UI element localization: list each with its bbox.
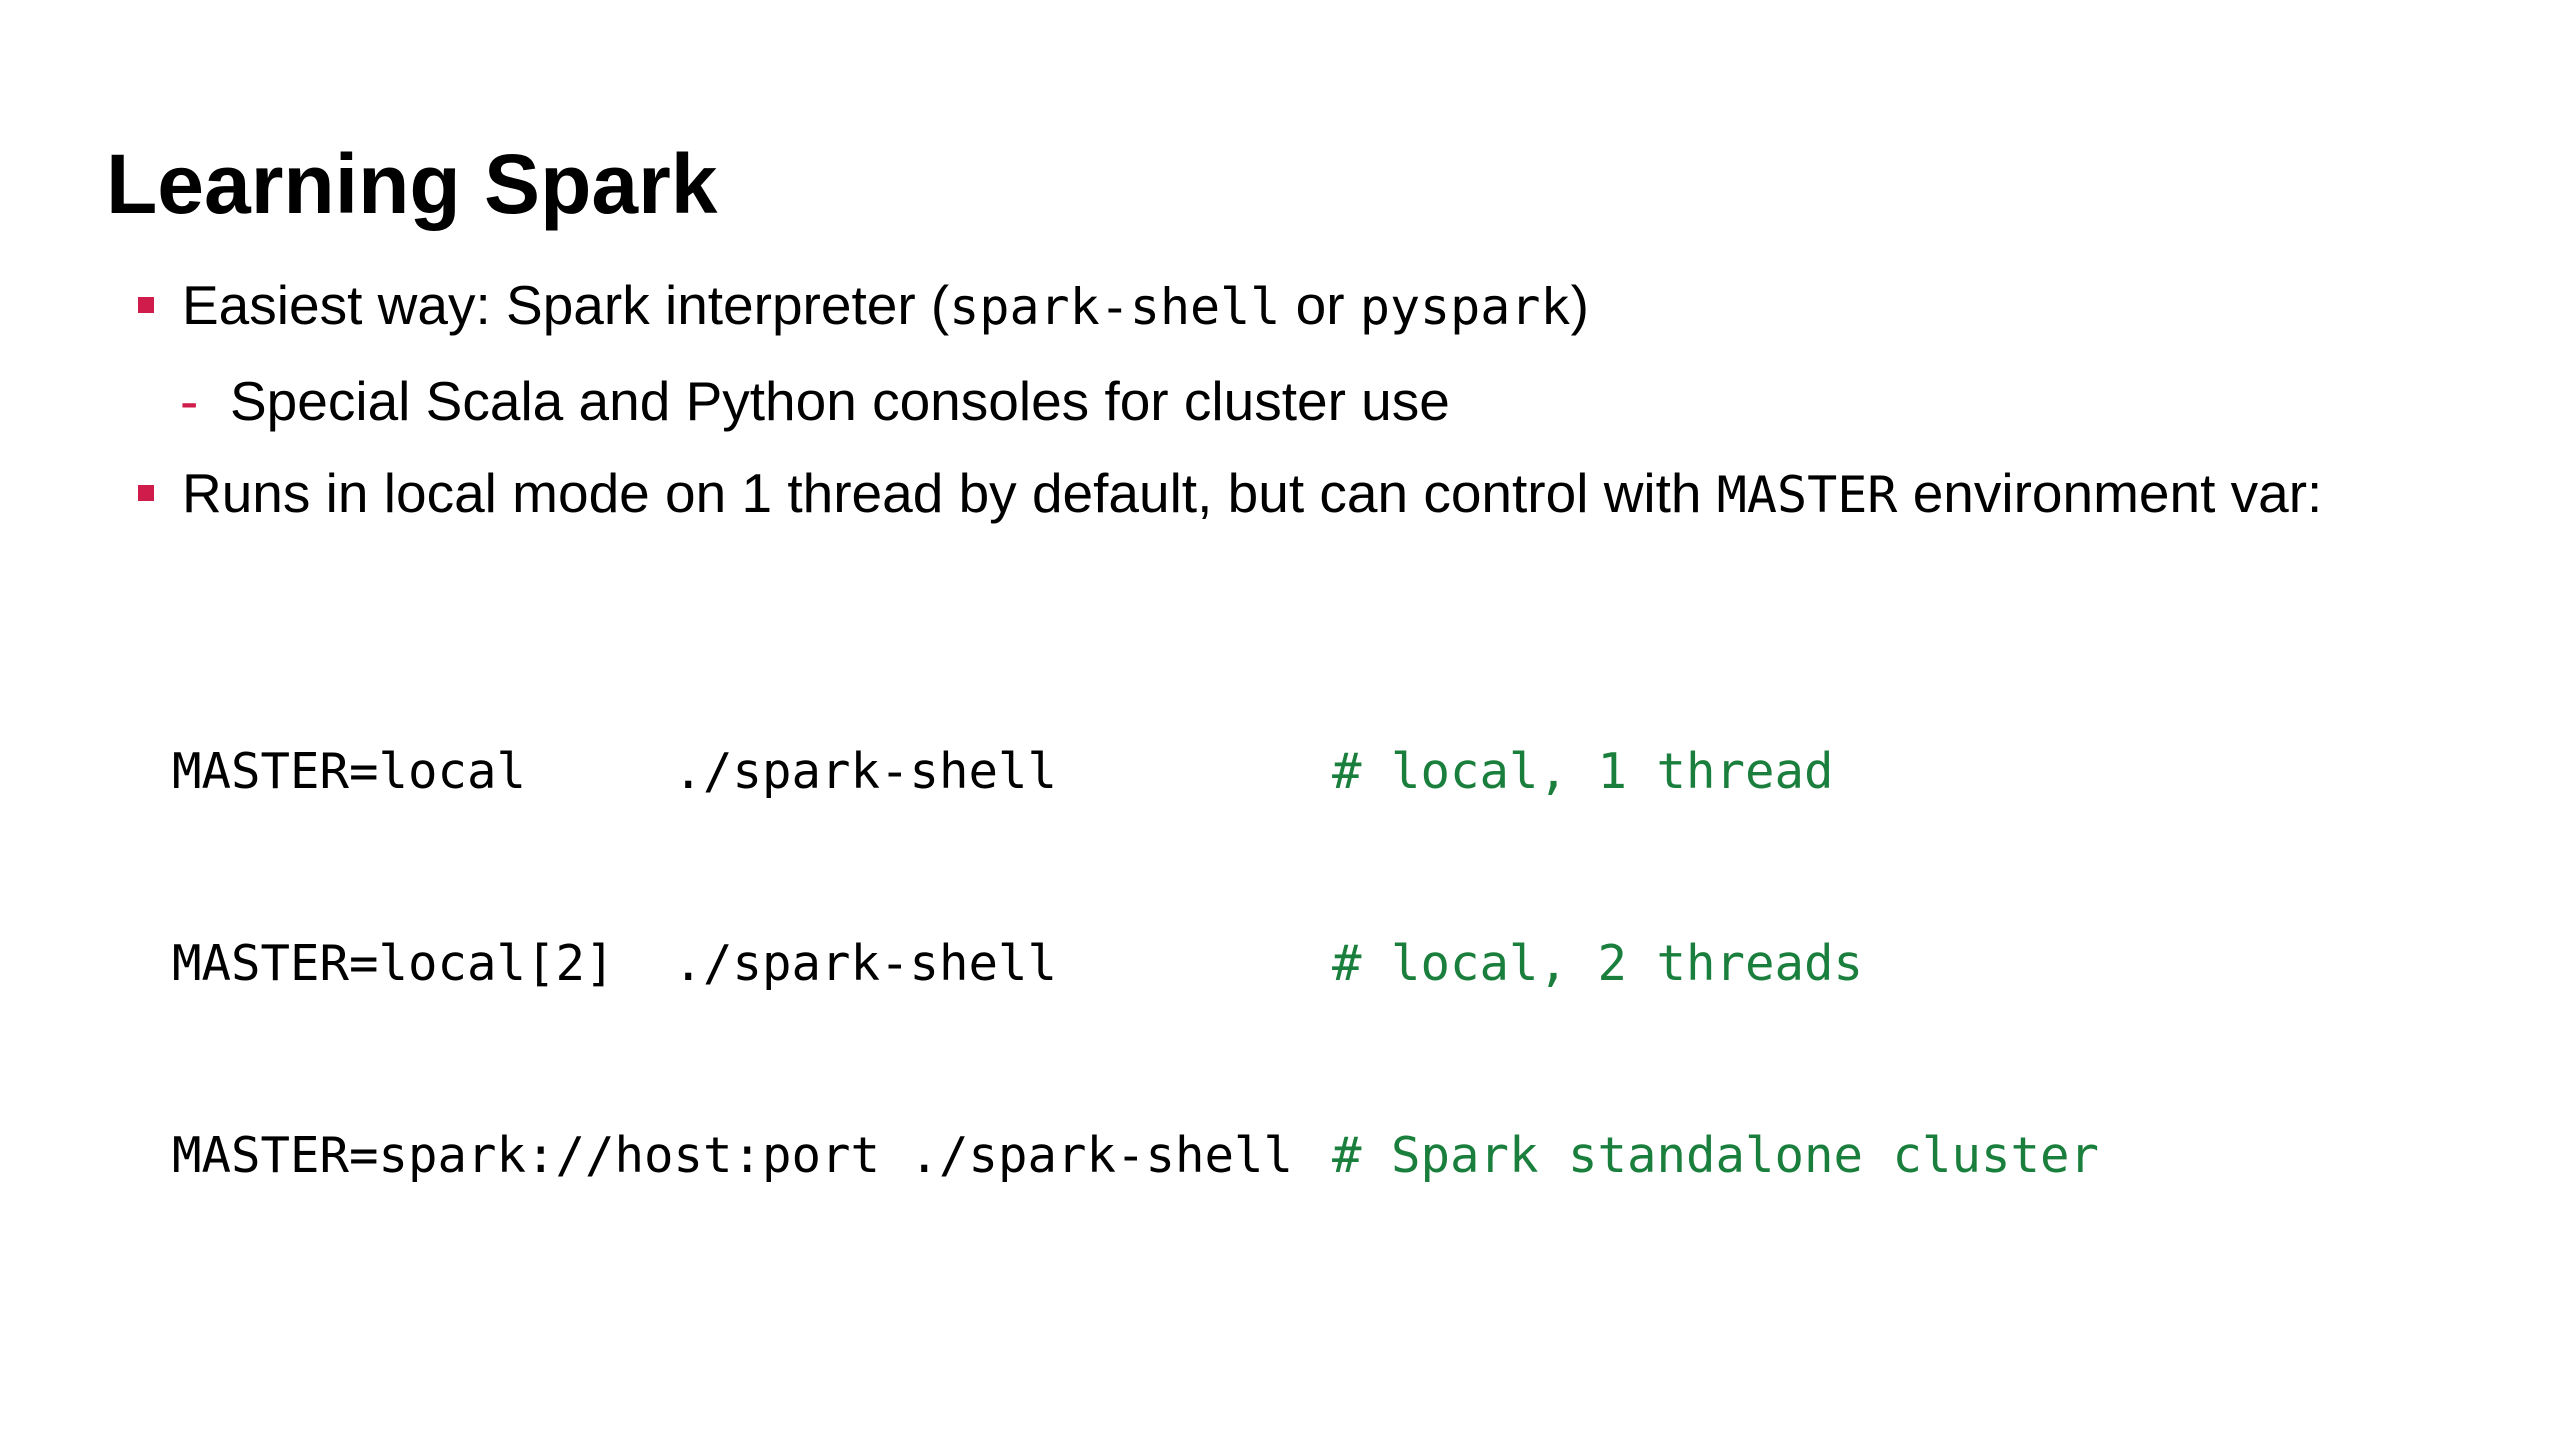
code-block: MASTER=local ./spark-shell # local, 1 th…	[172, 612, 2099, 1316]
sub-bullet-item-consoles: Special Scala and Python consoles for cl…	[230, 370, 1450, 432]
sub-bullet-dash-icon: -	[180, 370, 199, 432]
code-line: MASTER=local[2] ./spark-shell # local, 2…	[172, 932, 1863, 996]
bullet-text: or	[1280, 274, 1360, 336]
code-command: MASTER=spark://host:port ./spark-shell	[172, 1127, 1294, 1184]
inline-code-master: MASTER	[1716, 466, 1898, 524]
code-command: MASTER=local ./spark-shell	[172, 743, 1058, 800]
code-comment: # local, 1 thread	[1332, 743, 1834, 800]
bullet-item-local-mode: Runs in local mode on 1 thread by defaul…	[182, 458, 2322, 530]
code-line: MASTER=local ./spark-shell # local, 1 th…	[172, 740, 1834, 804]
slide-title: Learning Spark	[106, 137, 718, 231]
bullet-text: environment var:	[1897, 462, 2323, 524]
inline-code-pyspark: pyspark	[1359, 278, 1571, 336]
bullet-text: Easiest way: Spark interpreter (	[182, 274, 950, 336]
code-command: MASTER=local[2] ./spark-shell	[172, 935, 1058, 992]
bullet-square-icon	[138, 485, 154, 501]
bullet-item-interpreter: Easiest way: Spark interpreter (spark-sh…	[182, 270, 1589, 342]
bullet-text: )	[1570, 274, 1589, 336]
code-comment: # local, 2 threads	[1332, 935, 1864, 992]
code-line: MASTER=spark://host:port ./spark-shell #…	[172, 1124, 2099, 1188]
bullet-text: Runs in local mode on 1 thread by defaul…	[182, 462, 1717, 524]
inline-code-spark-shell: spark-shell	[949, 278, 1281, 336]
code-comment: # Spark standalone cluster	[1332, 1127, 2100, 1184]
bullet-square-icon	[138, 297, 154, 313]
